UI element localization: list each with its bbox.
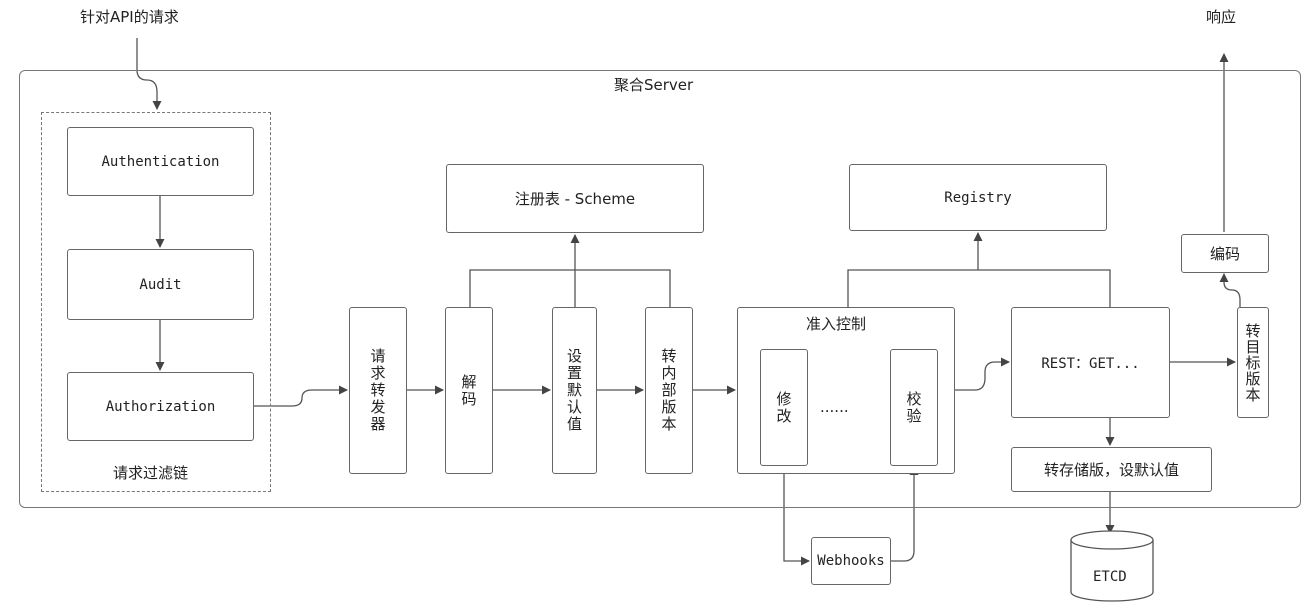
etcd-label: ETCD (1093, 569, 1127, 585)
request-in-arrow (136, 38, 162, 110)
response-label: 响应 (1206, 8, 1237, 26)
webhooks-to-validate-arrow (891, 466, 919, 562)
target-to-encode-arrow (1219, 273, 1241, 307)
authz-to-dispatcher-arrow (254, 385, 348, 407)
scheme-bracket (469, 269, 671, 307)
target-version-label: 转目标版本 (1243, 322, 1262, 403)
authentication-box: Authentication (67, 127, 254, 196)
encode-box: 编码 (1181, 234, 1269, 273)
validate-label: 校验 (904, 390, 923, 425)
to-internal-label: 转内部版本 (659, 348, 678, 433)
registry-bracket (847, 269, 1111, 307)
target-version-box: 转目标版本 (1237, 307, 1269, 418)
aggregated-server-container (19, 70, 1301, 508)
audit-box: Audit (67, 249, 254, 320)
dispatcher-label: 请求转发器 (368, 348, 387, 433)
registry-box: Registry (849, 164, 1107, 231)
filter-chain-group (41, 112, 271, 492)
dispatcher-box: 请求转发器 (349, 307, 407, 474)
admission-to-rest-arrow (955, 357, 1010, 391)
admission-title: 准入控制 (806, 315, 867, 333)
mutate-label: 修改 (774, 390, 793, 425)
decode-label: 解码 (459, 373, 478, 408)
server-title: 聚合Server (614, 76, 694, 94)
decode-box: 解码 (445, 307, 493, 474)
scheme-box: 注册表 - Scheme (446, 164, 704, 233)
mutate-box: 修改 (760, 349, 808, 466)
rest-box: REST：GET... (1011, 307, 1170, 418)
admission-ellipsis: ...... (820, 398, 849, 416)
filter-chain-label: 请求过滤链 (113, 464, 189, 482)
etcd-database-icon (1070, 530, 1154, 602)
defaults-box: 设置默认值 (552, 307, 597, 474)
validate-box: 校验 (890, 349, 938, 466)
to-internal-box: 转内部版本 (645, 307, 693, 474)
mutate-to-webhooks-arrow (783, 466, 810, 566)
authorization-box: Authorization (67, 372, 254, 441)
request-in-label: 针对API的请求 (80, 8, 179, 26)
defaults-label: 设置默认值 (565, 348, 583, 433)
storage-conversion-box: 转存储版，设默认值 (1011, 447, 1212, 492)
webhooks-box: Webhooks (811, 537, 891, 585)
